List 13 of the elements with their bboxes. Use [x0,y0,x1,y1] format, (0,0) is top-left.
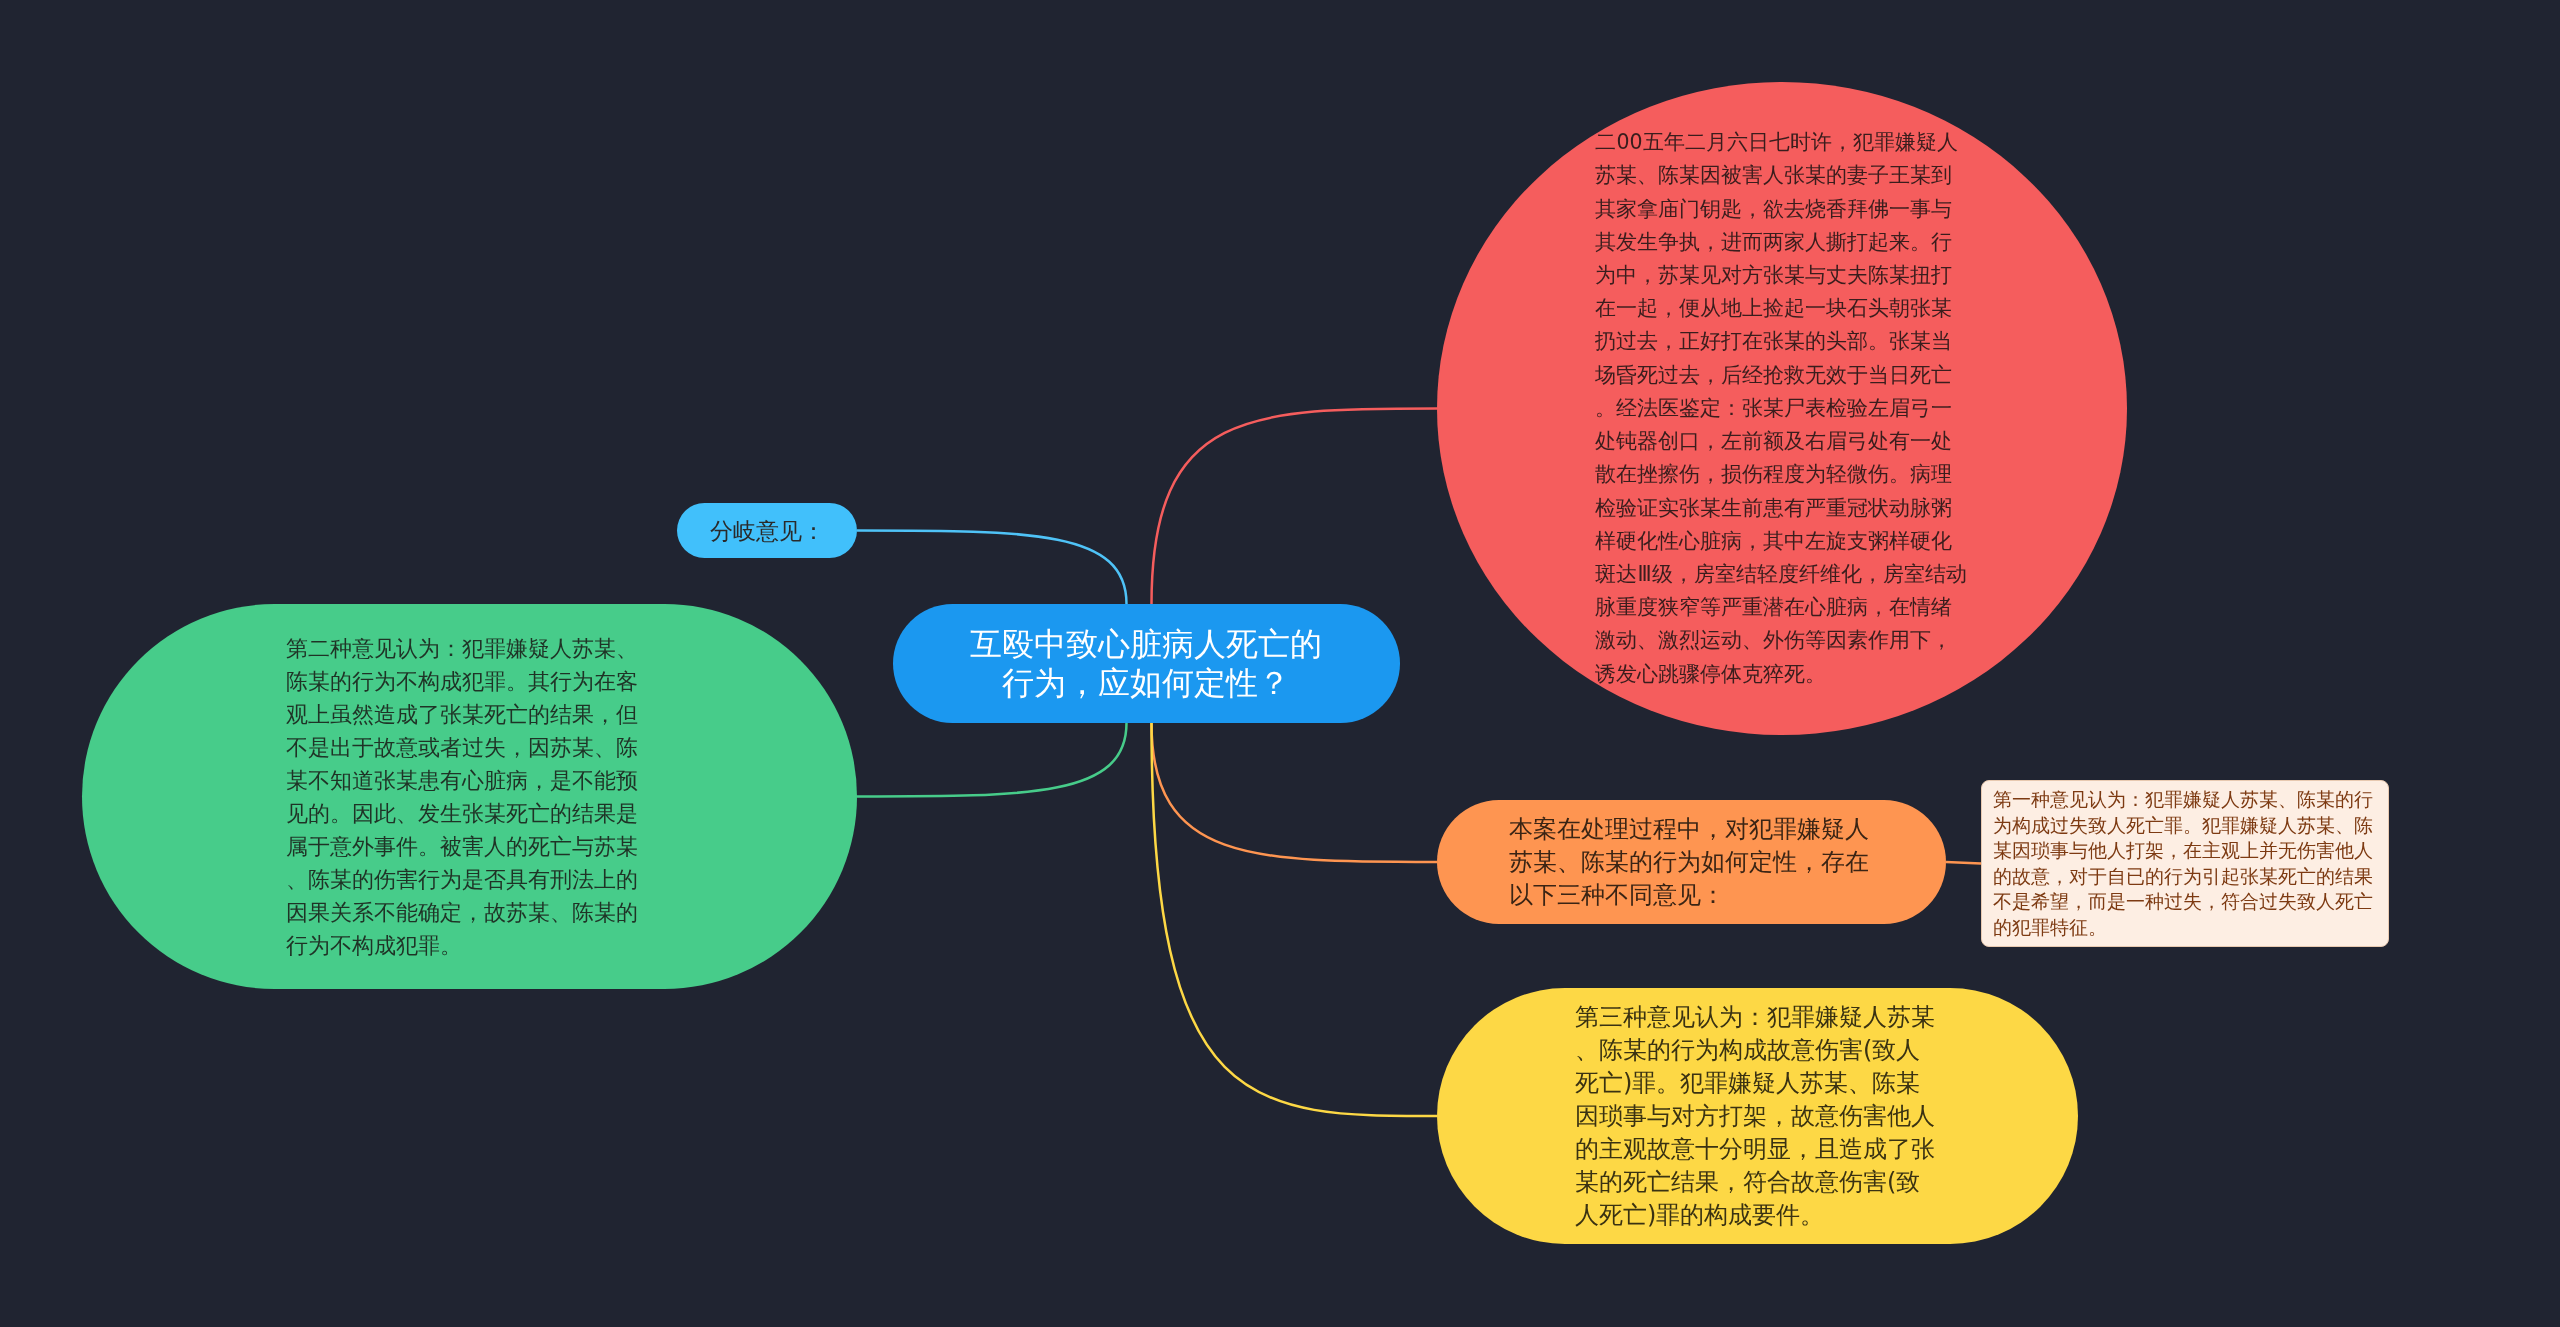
connector-line [1945,860,1982,865]
node-text: 第一种意见认为：犯罪嫌疑人苏某、陈某的行为构成过失致人死亡罪。犯罪嫌疑人苏某、陈某因琐事与他人打架，在主观上并无伤害他人的故意，对于自已的行为引起张某死亡的结果不是希望，而是一种过失，符合过失致人死亡的犯罪特征。 [1993,787,2375,940]
node-text: 二00五年二月六日七时许，犯罪嫌疑人苏某、陈某因被害人张某的妻子王某到其家拿庙门钥匙，欲去烧香拜佛一事与其发生争执，进而两家人撕打起来。行为中，苏某见对方张某与丈夫陈某扭打在一起，便从地上捡起一块石头朝张某扔过去，正好打在张某的头部。张某当场昏死过去，后经抢救无效于当日死亡。经法医鉴定：张某尸表检验左眉弓一处钝器创口，左前额及右眉弓处有一处散在挫擦伤，损伤程度为轻微伤。病理检验证实张某生前患有严重冠状动脉粥样硬化性心脏病，其中左旋支粥样硬化斑达Ⅲ级，房室结轻度纤维化，房室结动脉重度狭窄等严重潜在心脏病，在情绪激动、激烈运动、外伤等因素作用下，诱发心跳骤停体克猝死。 [1595,129,1968,688]
branch-pill [677,503,857,558]
node-text: 第二种意见认为：犯罪嫌疑人苏某、陈某的行为不构成犯罪。其行为在客观上虽然造成了张某死亡的结果，但不是出于故意或者过失，因苏某、陈某不知道张某患有心脏病，是不能预见的。因此、发生张某死亡的结果是属于意外事件。被害人的死亡与苏某、陈某的伤害行为是否具有刑法上的因果关系不能确定，故苏某、陈某的行为不构成犯罪。 [285,634,639,960]
node-text: 互殴中致心脏病人死亡的行为，应如何定性？ [969,624,1324,703]
node-text: 分岐意见： [709,516,825,546]
connector-line [857,722,1128,798]
node-text: 第三种意见认为：犯罪嫌疑人苏某、陈某的行为构成故意伤害(致人死亡)罪。犯罪嫌疑人苏某、陈某因琐事与对方打架，故意伤害他人的主观故意十分明显，且造成了张某的死亡结果，符合故意伤害(致人死亡)罪的构成要件。 [1575,1001,1937,1231]
connector-line [1150,722,1437,1118]
connector-line [1150,407,1437,605]
node-text: 本案在处理过程中，对犯罪嫌疑人苏某、陈某的行为如何定性，存在以下三种不同意见： [1509,813,1871,911]
connector-line [857,529,1128,605]
